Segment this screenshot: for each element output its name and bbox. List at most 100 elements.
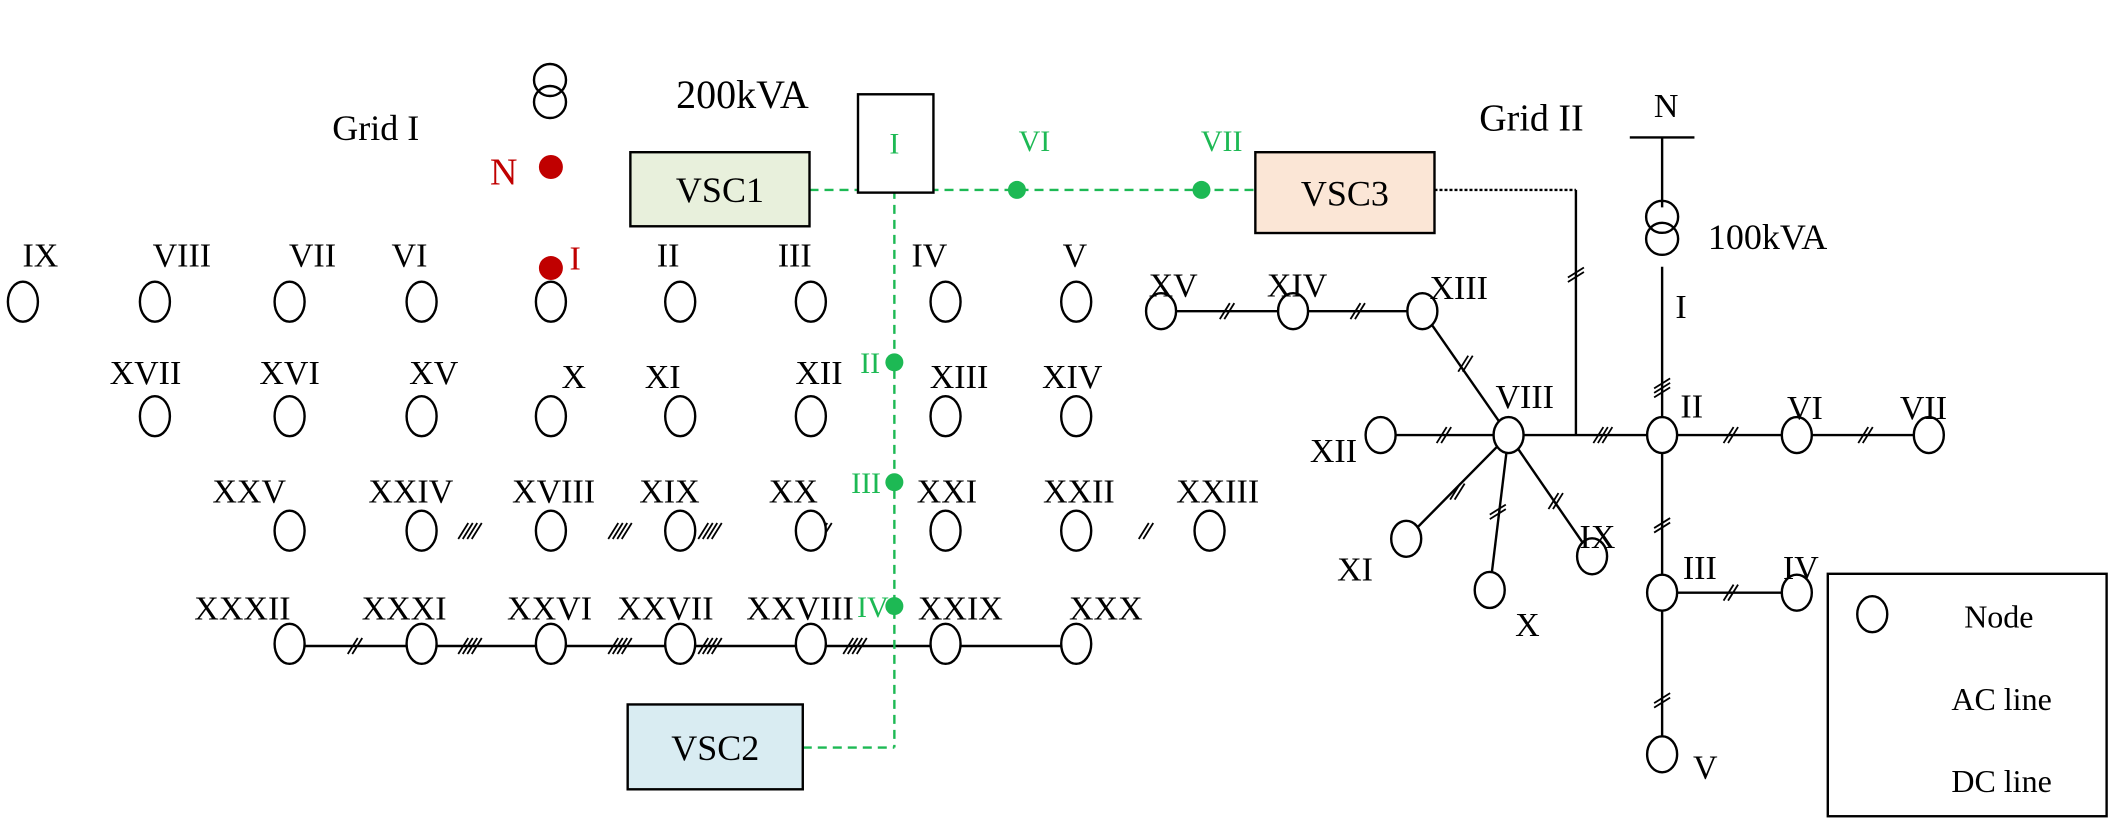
grid2-node-label: VI — [1787, 390, 1823, 427]
tick-mark — [1435, 426, 1448, 444]
grid1-node-label: XVI — [259, 355, 319, 392]
dc-node-dot — [1007, 180, 1026, 199]
grid1-bus-node — [273, 280, 306, 323]
grid2-node-label: VIII — [1495, 379, 1554, 416]
tick-mark — [611, 637, 624, 655]
tick-mark — [1440, 426, 1452, 444]
tick-mark — [1223, 302, 1236, 320]
line-segment-ticks — [1489, 503, 1507, 520]
grid1-node-label: XXIX — [918, 591, 1003, 628]
tick-mark — [616, 637, 629, 655]
transformer-200kva-coil-1 — [532, 62, 568, 98]
dc-hub-box — [856, 93, 935, 194]
tick-mark — [351, 637, 364, 655]
vsc2-label: VSC2 — [671, 728, 759, 768]
line-segment-ticks — [1449, 483, 1466, 501]
tick-mark — [1653, 696, 1671, 709]
tick-mark — [1653, 517, 1671, 529]
tick-mark — [855, 637, 868, 655]
tick-mark — [706, 637, 719, 655]
nodes-layer — [6, 62, 2108, 818]
grid1-bus-node — [1060, 395, 1093, 438]
tick-mark — [1453, 483, 1466, 501]
tick-mark — [1567, 266, 1585, 279]
grid1-source-node-label: N — [490, 152, 517, 194]
grid1-node-label: XXX — [1069, 591, 1143, 628]
tick-mark — [1597, 426, 1609, 444]
grid1-bus-node — [794, 509, 828, 552]
grid1-node-label: IV — [911, 238, 947, 275]
tick-mark — [346, 637, 359, 655]
grid1-node-label: XXII — [1043, 473, 1115, 510]
tick-mark — [616, 522, 629, 540]
tick-mark — [611, 522, 624, 540]
line-segment-ticks — [607, 637, 633, 655]
dc-node-label: II — [860, 347, 880, 380]
tick-mark — [1137, 522, 1150, 540]
line-segment-ticks — [1567, 266, 1585, 283]
grid2-node-label: X — [1515, 607, 1540, 644]
tick-mark — [1461, 355, 1474, 373]
grid2-node-label: II — [1680, 389, 1703, 426]
vsc2-box — [626, 703, 804, 791]
tick-mark — [1722, 426, 1735, 444]
tick-mark — [1457, 355, 1469, 373]
grid1-bus-node — [534, 622, 568, 666]
grid2-bus-node — [1390, 519, 1423, 558]
grid1-root-dot — [538, 256, 563, 281]
grid1-bus-node — [534, 509, 568, 552]
grid1-node-label: XI — [645, 359, 681, 396]
grid2-node-label: IX — [1580, 519, 1616, 556]
line-segment-ticks — [1457, 355, 1474, 373]
grid1-bus-node — [794, 395, 828, 438]
tick-mark — [701, 637, 714, 655]
grid2-node-label: VII — [1900, 390, 1947, 427]
line-segment-ticks — [607, 522, 633, 540]
tick-mark — [466, 637, 479, 655]
grid1-bus-node — [794, 280, 828, 323]
tick-mark — [1489, 508, 1507, 520]
tick-mark — [470, 637, 483, 655]
tick-mark — [1653, 692, 1671, 704]
line-segment-ticks — [697, 637, 723, 655]
grid1-node-label: III — [778, 238, 812, 275]
grid1-bus-node — [1060, 622, 1093, 666]
grid1-node-label: XXVIII — [746, 591, 854, 628]
grid1-bus-node — [664, 622, 697, 666]
grid1-bus-node — [1193, 509, 1226, 552]
grid1-bus-node — [405, 395, 438, 438]
grid2-node-label: V — [1693, 750, 1718, 787]
dc-node-label: III — [851, 467, 881, 500]
grid1-title: Grid I — [332, 108, 419, 148]
grid1-bus-node — [1060, 509, 1093, 552]
tick-mark — [620, 637, 633, 655]
grid2-bus-node — [1364, 415, 1397, 455]
tick-mark — [697, 522, 710, 540]
tick-mark — [1861, 426, 1874, 444]
grid1-node-label: XXV — [212, 473, 286, 510]
tick-mark — [607, 522, 620, 540]
grid1-node-label: II — [657, 238, 680, 275]
grid1-bus-node — [929, 509, 962, 552]
tick-mark — [1722, 584, 1735, 602]
tick-mark — [607, 637, 620, 655]
grid1-node-label: XXI — [917, 473, 977, 510]
grid2-bus-node — [1406, 291, 1439, 331]
grid1-bus-node — [664, 280, 697, 323]
line-segment-ticks — [1653, 377, 1671, 399]
grid1-bus-node — [6, 280, 40, 323]
line-segment-ticks — [346, 637, 364, 655]
grid1-node-label: XXVI — [507, 591, 592, 628]
vsc3-box — [1254, 151, 1436, 235]
grid2-node-label: XIII — [1429, 270, 1488, 307]
grid2-bus-node — [1276, 291, 1310, 331]
grid2-node-label: III — [1683, 550, 1717, 587]
grid2-bus-node — [1645, 735, 1679, 774]
line-segment-ticks — [457, 522, 483, 540]
dc-node-dot — [885, 597, 904, 616]
grid1-bus-node — [664, 509, 697, 552]
tick-mark — [461, 522, 474, 540]
grid2-node-label: XI — [1337, 552, 1373, 589]
line-segment-ticks — [1592, 426, 1614, 444]
ac-line — [1507, 434, 1594, 557]
